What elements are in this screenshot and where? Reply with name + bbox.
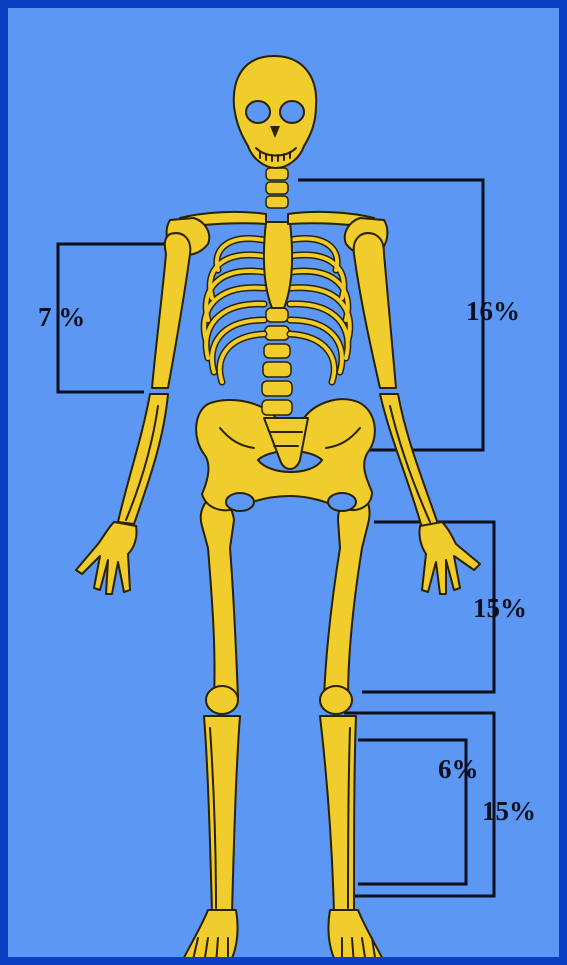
left-humerus: [152, 233, 190, 388]
left-forearm: [118, 394, 168, 524]
right-arm: [354, 233, 480, 594]
neck: [266, 168, 288, 208]
right-femur: [324, 492, 370, 698]
left-hand: [76, 522, 137, 594]
right-leg: [320, 492, 386, 965]
right-eye-socket: [280, 101, 304, 123]
right-humerus: [354, 233, 396, 388]
label-torso-percent: 16%: [466, 298, 520, 325]
label-thigh-percent: 15%: [473, 595, 527, 622]
right-tibia: [320, 716, 356, 913]
right-patella: [320, 686, 352, 714]
right-foot: [328, 910, 386, 965]
left-tibia: [204, 716, 240, 913]
left-femur: [201, 496, 238, 698]
left-patella: [206, 686, 238, 714]
sternum: [264, 222, 292, 308]
label-calf-inner-percent: 6%: [438, 756, 479, 783]
label-calf-outer-percent: 15%: [482, 798, 536, 825]
label-arm-percent: 7 %: [38, 304, 85, 331]
left-eye-socket: [246, 101, 270, 123]
left-leg: [180, 496, 240, 965]
right-hand: [419, 522, 480, 594]
right-forearm: [380, 394, 438, 528]
left-arm: [76, 233, 190, 594]
skull: [234, 56, 316, 168]
